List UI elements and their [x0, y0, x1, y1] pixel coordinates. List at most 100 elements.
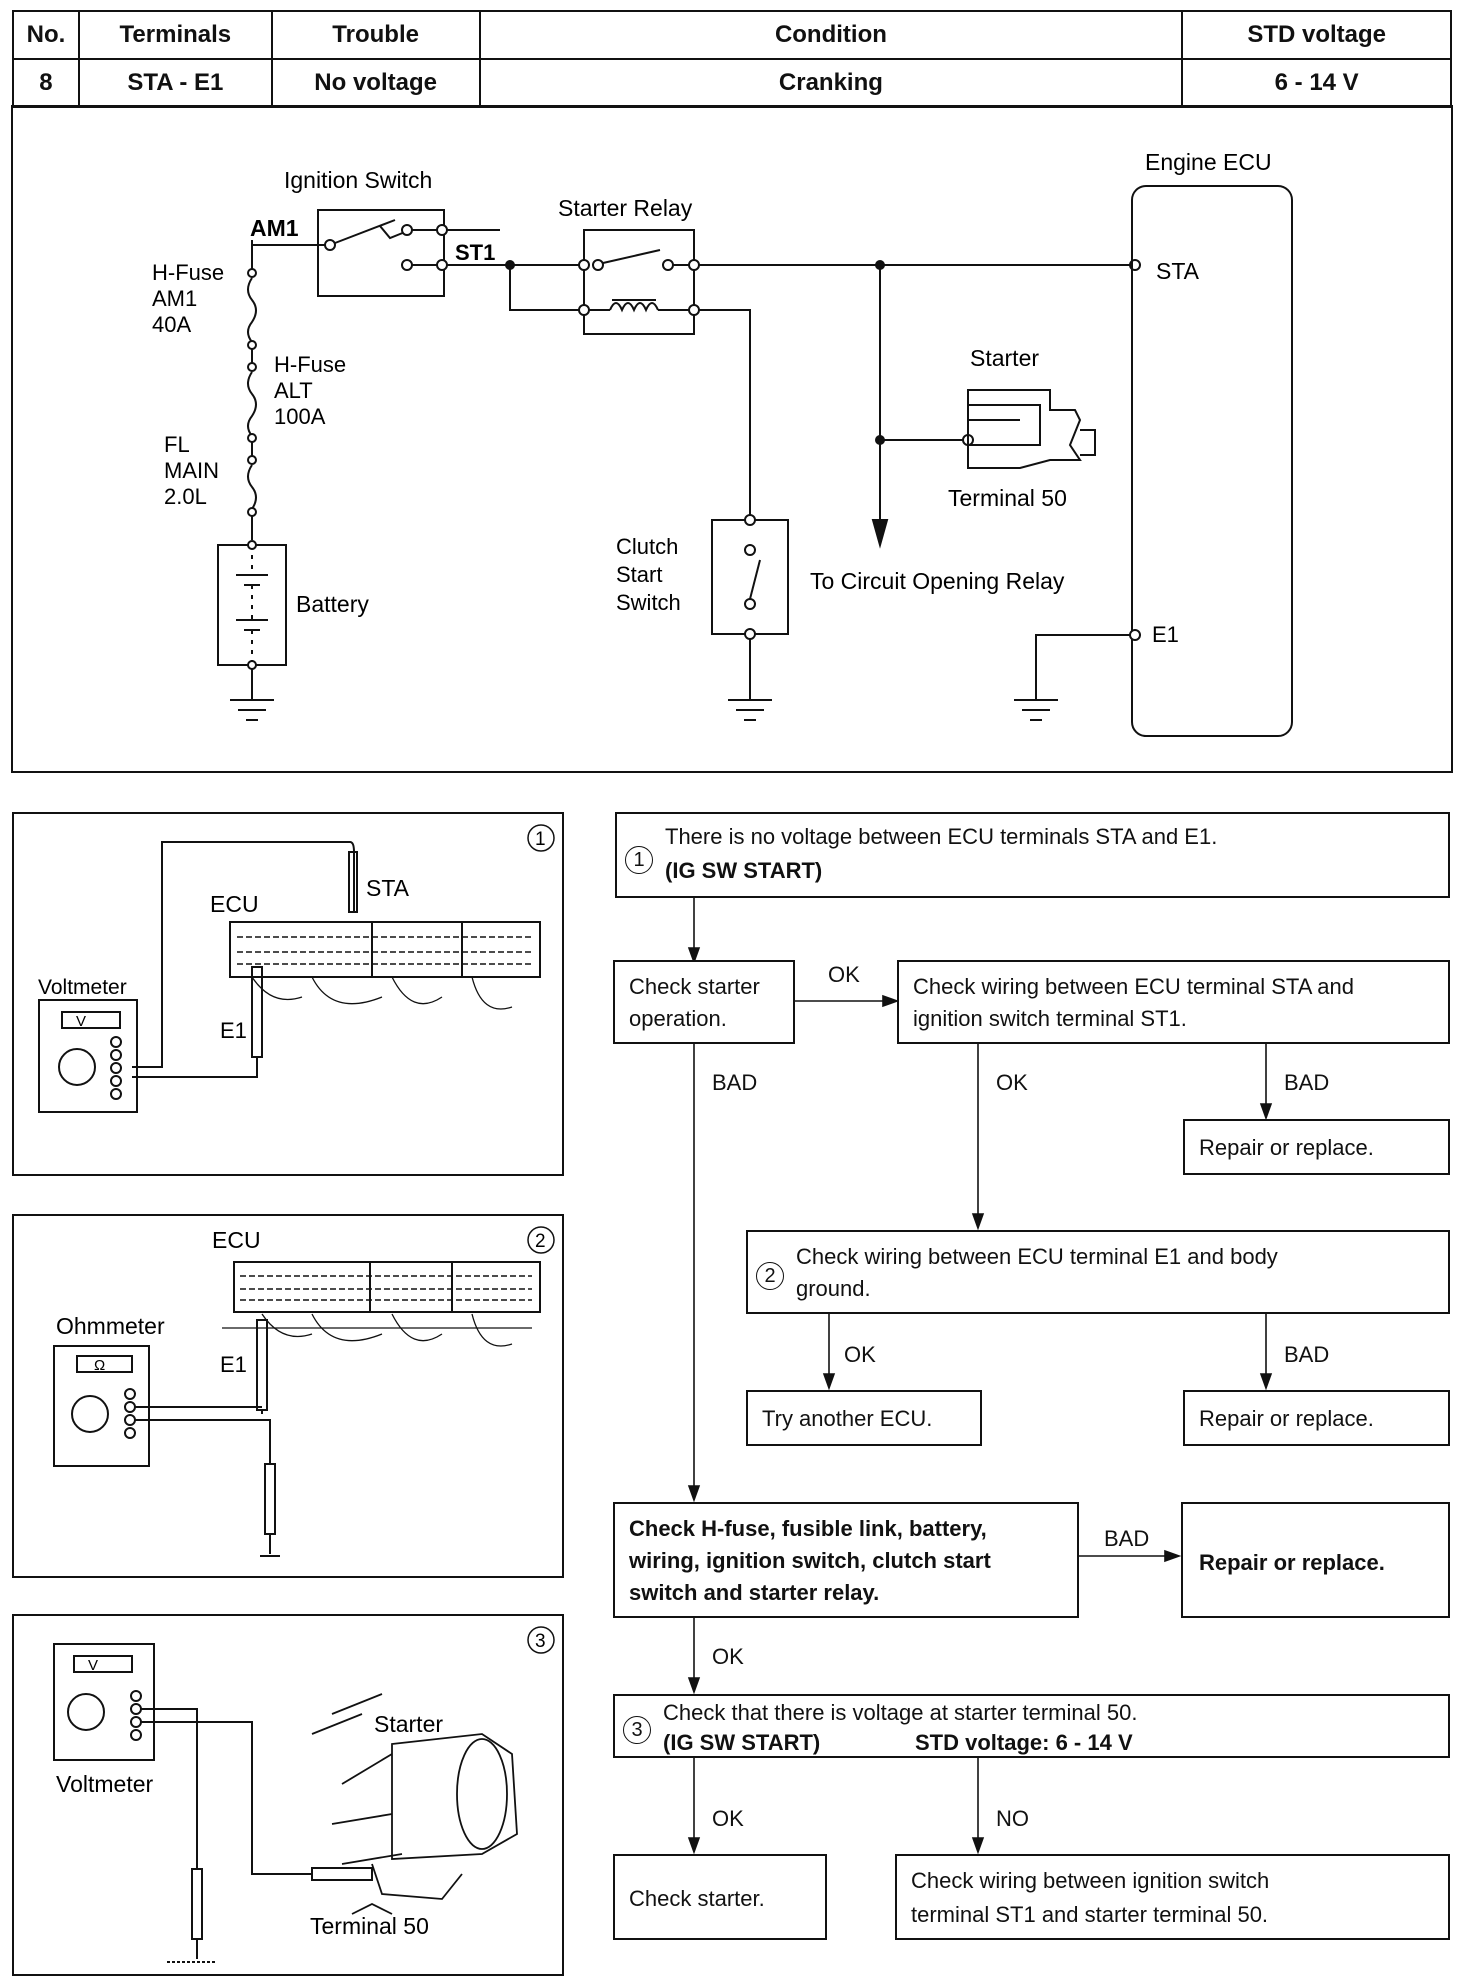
check-wiring-st1-line2: terminal ST1 and starter terminal 50. [911, 1902, 1269, 1927]
fig1-ecu: ECU [210, 891, 259, 917]
spec-table-row: 8 STA - E1 No voltage Cranking 6 - 14 V [12, 58, 1452, 108]
label-ecu-e1: E1 [1152, 622, 1179, 647]
fig2-ohmmeter: Ohmmeter [56, 1313, 165, 1339]
repair-box-3: Repair or replace. [1181, 1502, 1450, 1618]
fig3-terminal-probe [311, 1867, 373, 1881]
cell-no: 8 [12, 58, 80, 108]
label-starter-relay: Starter Relay [558, 195, 693, 221]
check-wiring-st1-box: Check wiring between ignition switch ter… [895, 1854, 1450, 1940]
label-bad-3: BAD [1284, 1342, 1330, 1367]
label-bad-4: BAD [1104, 1526, 1150, 1551]
spec-table: No. Terminals Trouble Condition STD volt… [12, 10, 1452, 108]
step1-number: 1 [625, 846, 653, 874]
fig3-number-circle [527, 1626, 555, 1654]
label-ok-2: OK [996, 1070, 1028, 1095]
label-terminal-50: Terminal 50 [948, 485, 1067, 511]
repair-box-2: Repair or replace. [1183, 1390, 1450, 1446]
fig2-meter-face: Ω [94, 1357, 105, 1374]
try-another-ecu-box: Try another ECU. [746, 1390, 982, 1446]
fig2-e1: E1 [220, 1352, 247, 1377]
fig3-starter: Starter [374, 1711, 443, 1737]
check-starter-box: Check starter. [613, 1854, 827, 1940]
label-st1: ST1 [455, 240, 495, 265]
fig1-voltmeter: Voltmeter [38, 976, 127, 999]
fig1-number: 1 [535, 829, 546, 850]
label-battery: Battery [296, 591, 369, 617]
label-bad-2: BAD [1284, 1070, 1330, 1095]
fig3-number: 3 [535, 1631, 546, 1652]
label-ignition-switch: Ignition Switch [284, 167, 432, 193]
label-ok-3: OK [844, 1342, 876, 1367]
label-circuit-opening-relay: To Circuit Opening Relay [810, 568, 1065, 594]
label-ecu-sta: STA [1156, 258, 1200, 284]
repair-box-1: Repair or replace. [1183, 1119, 1450, 1175]
fig3-terminal-50: Terminal 50 [310, 1913, 429, 1939]
label-hfuse-am1-1: AM1 [152, 286, 197, 311]
check-wiring-sta-box: Check wiring between ECU terminal STA an… [897, 960, 1450, 1044]
check-starter-text: Check starter. [629, 1886, 765, 1911]
check-starter-op-line2: operation. [629, 1006, 727, 1031]
circuit-diagram: Ignition Switch AM1 ST1 Starter Relay En… [11, 105, 1453, 773]
fig1-voltmeter-body [38, 999, 138, 1113]
fig3-voltmeter-body [53, 1643, 155, 1761]
check-starter-operation-box: Check starter operation. [613, 960, 795, 1044]
flow-step2-box: 2 Check wiring between ECU terminal E1 a… [746, 1230, 1450, 1314]
label-clutch-1: Start [616, 562, 662, 587]
figure-3-voltmeter-starter: 3 Starter V Voltmeter Terminal 50 [12, 1614, 564, 1976]
label-hfuse-alt-1: ALT [274, 378, 313, 403]
label-ok-4: OK [712, 1644, 744, 1669]
fig1-e1: E1 [220, 1018, 247, 1043]
label-am1: AM1 [250, 215, 299, 241]
flow-step3-box: 3 Check that there is voltage at starter… [613, 1694, 1450, 1758]
fig2-number: 2 [535, 1231, 546, 1252]
label-hfuse-am1-2: 40A [152, 312, 191, 337]
label-fl-main-1: MAIN [164, 458, 219, 483]
step3-line2b: STD voltage: 6 - 14 V [915, 1730, 1133, 1755]
starter-motor-icon [967, 389, 1096, 469]
step1-line2: (IG SW START) [665, 858, 823, 883]
label-hfuse-am1-0: H-Fuse [152, 260, 224, 285]
repair-3-text: Repair or replace. [1199, 1550, 1385, 1575]
label-starter: Starter [970, 345, 1039, 371]
fig3-voltmeter: Voltmeter [56, 1771, 153, 1797]
circuit-frame [11, 105, 1453, 773]
check-wiring-sta-line1: Check wiring between ECU terminal STA an… [913, 974, 1355, 999]
fig1-number-circle [527, 824, 555, 852]
label-clutch-2: Switch [616, 590, 681, 615]
figure-1-voltmeter-ecu: 1 V ECU STA Voltmeter E1 [12, 812, 564, 1176]
check-hfuse-line3: switch and starter relay. [629, 1580, 880, 1605]
step3-line1: Check that there is voltage at starter t… [663, 1700, 1138, 1725]
check-hfuse-line2: wiring, ignition switch, clutch start [629, 1548, 991, 1573]
spec-table-header: No. Terminals Trouble Condition STD volt… [12, 10, 1452, 60]
check-hfuse-line1: Check H-fuse, fusible link, battery, [629, 1516, 987, 1541]
label-clutch-0: Clutch [616, 534, 678, 559]
fig3-meter-face: V [88, 1657, 98, 1674]
fig1-sta: STA [366, 875, 410, 901]
check-wiring-sta-line2: ignition switch terminal ST1. [913, 1006, 1187, 1031]
check-wiring-st1-line1: Check wiring between ignition switch [911, 1868, 1270, 1893]
fig1-meter-face: V [76, 1013, 86, 1030]
starter-motor-sketch [311, 1693, 518, 1915]
engine-ecu-box [1131, 185, 1293, 737]
step1-line1: There is no voltage between ECU terminal… [665, 824, 1218, 849]
fig2-ecu-connector [233, 1261, 541, 1313]
step2-line1: Check wiring between ECU terminal E1 and… [796, 1244, 1278, 1269]
check-starter-op-line1: Check starter [629, 974, 760, 999]
label-fl-main-2: 2.0L [164, 484, 207, 509]
ignition-switch-box [317, 209, 445, 297]
header-trouble: Trouble [270, 10, 481, 60]
fig2-ecu: ECU [212, 1227, 261, 1253]
fig1-ecu-connector [229, 921, 541, 978]
header-condition: Condition [478, 10, 1184, 60]
fig2-number-circle [527, 1226, 555, 1254]
step2-number: 2 [756, 1262, 784, 1290]
step3-line2a: (IG SW START) [663, 1730, 821, 1755]
header-terminals: Terminals [77, 10, 273, 60]
header-no: No. [12, 10, 80, 60]
cell-trouble: No voltage [270, 58, 481, 108]
repair-1-text: Repair or replace. [1199, 1135, 1374, 1160]
cell-terminals: STA - E1 [77, 58, 273, 108]
label-engine-ecu: Engine ECU [1145, 149, 1272, 175]
header-std-voltage: STD voltage [1181, 10, 1452, 60]
